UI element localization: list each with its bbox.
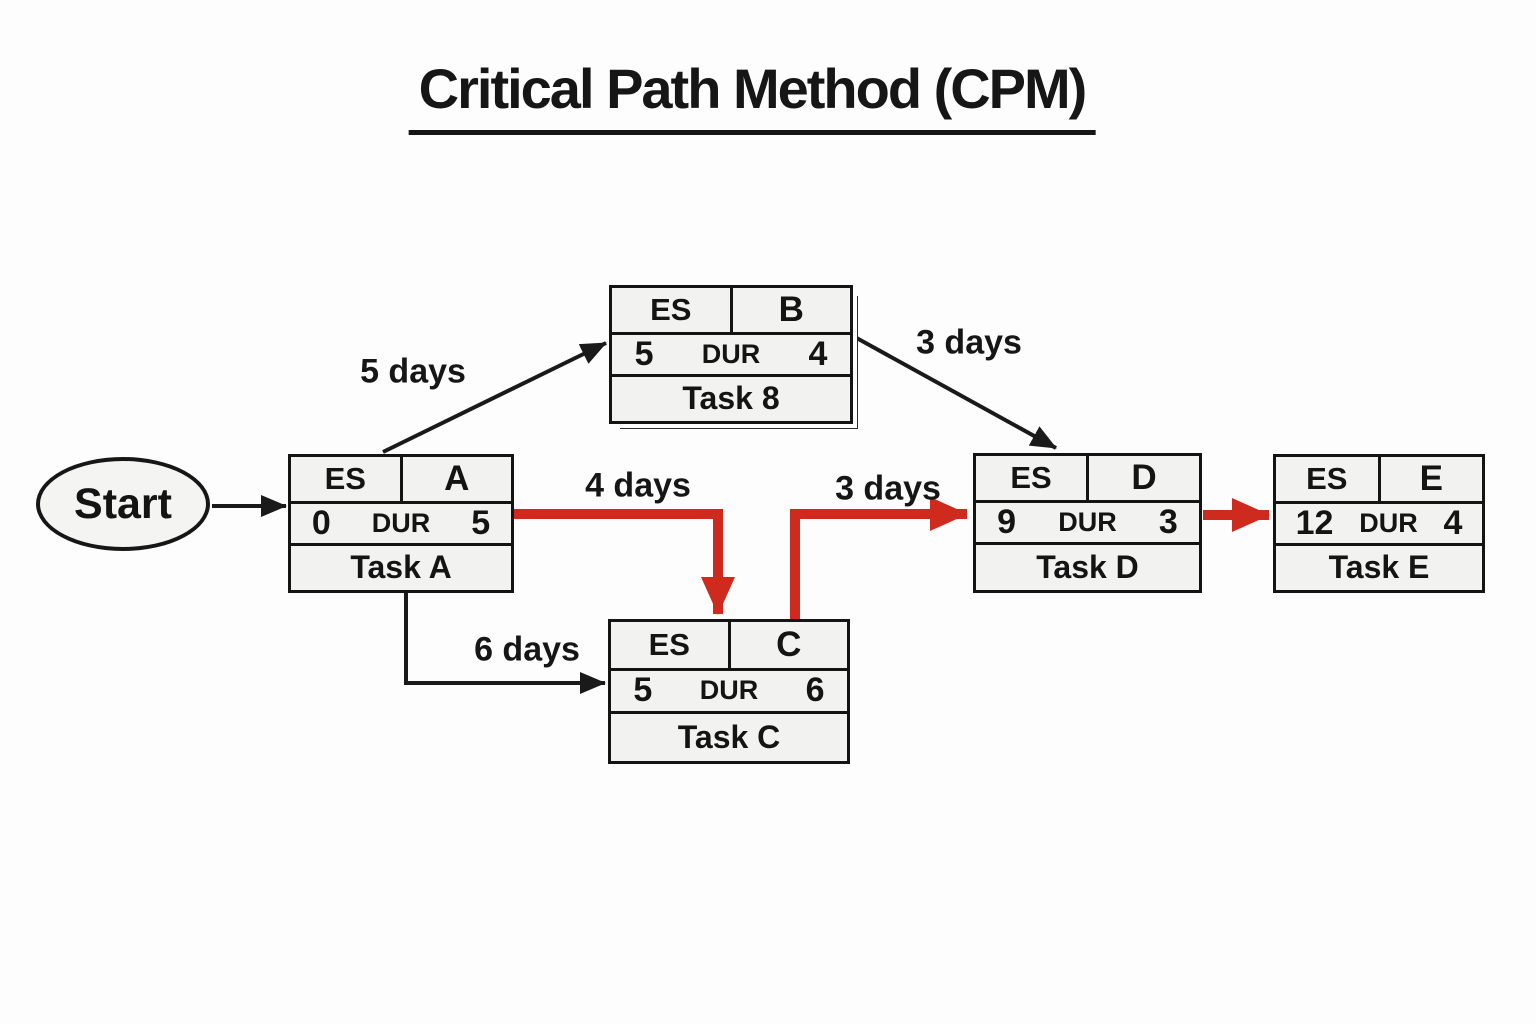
task-d-header-row: ES D — [976, 456, 1199, 503]
edge-a-to-c-critical-arrow — [513, 509, 735, 615]
task-d-es-header: ES — [1010, 459, 1052, 495]
task-d-dur-label: DUR — [1058, 506, 1117, 537]
task-b-values-row: 5 DUR 4 — [612, 335, 850, 377]
task-b-es-header: ES — [650, 291, 692, 327]
task-d-dur-value: 3 — [1158, 502, 1178, 541]
task-a-values-row: 0 DUR 5 — [291, 504, 511, 546]
task-d-letter: D — [1086, 456, 1199, 500]
task-a-name: Task A — [350, 549, 452, 586]
task-b-dur-value: 4 — [808, 334, 828, 373]
task-a-dur-value: 5 — [471, 503, 491, 542]
task-c-letter: C — [727, 622, 848, 668]
task-e-letter: E — [1377, 457, 1483, 501]
task-node-a: ES A 0 DUR 5 Task A — [288, 454, 514, 593]
task-e-name: Task E — [1328, 549, 1430, 586]
task-a-es-value: 0 — [311, 503, 331, 542]
task-d-values-row: 9 DUR 3 — [976, 503, 1199, 545]
task-d-es-value: 9 — [997, 502, 1017, 541]
task-b-letter: B — [729, 288, 851, 332]
task-c-dur-label: DUR — [699, 675, 759, 706]
task-c-es-value: 5 — [633, 671, 653, 710]
task-c-header-row: ES C — [611, 622, 847, 671]
task-e-header-row: ES E — [1276, 457, 1482, 504]
task-c-dur-value: 6 — [805, 671, 825, 710]
task-node-c: ES C 5 DUR 6 Task C — [608, 619, 850, 764]
task-e-dur-value: 4 — [1443, 503, 1463, 542]
edge-label-a-to-c: 6 days — [474, 630, 580, 669]
task-node-e: ES E 12 DUR 4 Task E — [1273, 454, 1485, 593]
task-a-es-header: ES — [324, 460, 366, 496]
page-title: Critical Path Method (CPM) — [408, 56, 1096, 135]
task-d-name: Task D — [1036, 548, 1139, 585]
task-b-header-row: ES B — [612, 288, 850, 335]
task-e-es-value: 12 — [1295, 503, 1334, 542]
start-node-label: Start — [74, 479, 172, 528]
task-a-header-row: ES A — [291, 457, 511, 504]
task-b-name: Task 8 — [682, 380, 780, 417]
edge-label-b-to-d: 3 days — [916, 323, 1022, 362]
edge-label-a-to-b: 5 days — [360, 352, 466, 391]
task-c-name: Task C — [677, 718, 781, 755]
task-c-es-header: ES — [648, 626, 690, 662]
start-node: Start — [36, 457, 210, 551]
task-e-values-row: 12 DUR 4 — [1276, 504, 1482, 546]
task-e-es-header: ES — [1306, 460, 1348, 496]
task-node-b: ES B 5 DUR 4 Task 8 — [609, 285, 853, 424]
task-e-dur-label: DUR — [1359, 507, 1418, 538]
task-node-d: ES D 9 DUR 3 Task D — [973, 453, 1202, 593]
edge-label-c-to-d-critical: 3 days — [835, 469, 941, 508]
task-b-dur-label: DUR — [701, 338, 761, 369]
edge-c-to-d-critical-arrow — [790, 497, 968, 619]
edge-label-a-to-c-critical: 4 days — [585, 466, 691, 505]
task-a-letter: A — [399, 457, 512, 501]
task-b-es-value: 5 — [634, 334, 654, 373]
task-c-values-row: 5 DUR 6 — [611, 671, 847, 714]
task-a-dur-label: DUR — [371, 507, 431, 538]
